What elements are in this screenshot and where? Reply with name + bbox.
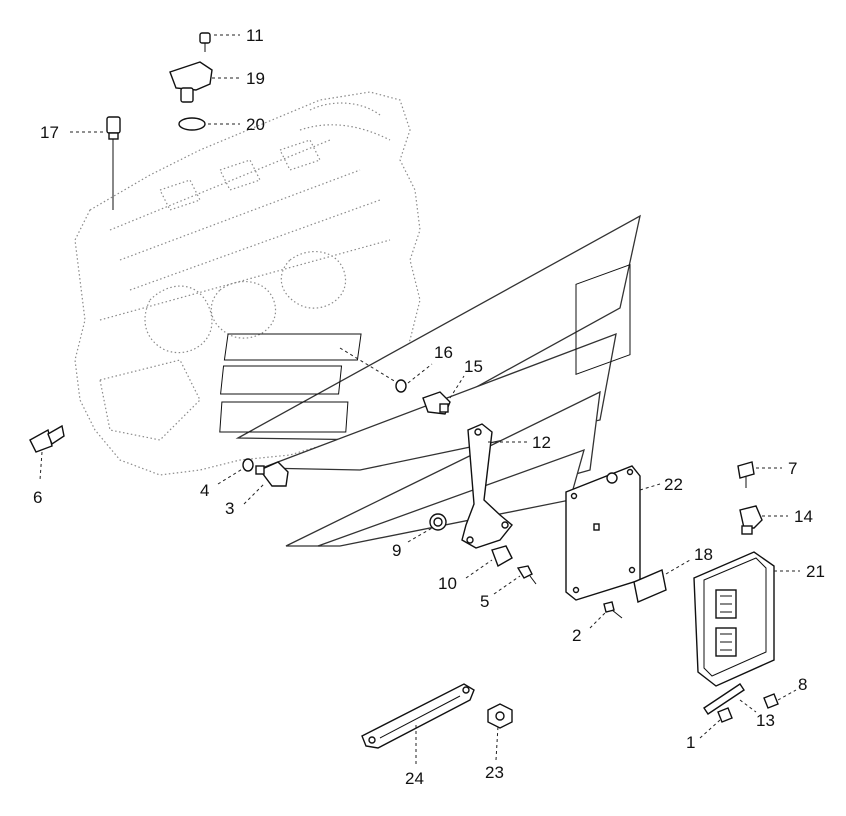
o-ring-20 <box>178 117 206 131</box>
callout-2: 2 <box>572 626 581 645</box>
callouts: 11 19 20 17 16 15 12 22 7 14 21 18 4 3 6… <box>33 26 825 788</box>
callout-22: 22 <box>664 475 683 494</box>
sensor-15 <box>422 391 451 415</box>
callout-9: 9 <box>392 541 401 560</box>
callout-19: 19 <box>246 69 265 88</box>
screw-1 <box>717 707 733 723</box>
plate-22 <box>565 264 641 601</box>
screw-8 <box>763 693 779 709</box>
nut-23 <box>487 703 513 729</box>
screw-2 <box>603 601 623 619</box>
callout-12: 12 <box>532 433 551 452</box>
callout-13: 13 <box>756 711 775 730</box>
direction-arrows <box>219 214 641 547</box>
callout-10: 10 <box>438 574 457 593</box>
bolt-6 <box>29 424 65 453</box>
callout-11: 11 <box>246 26 264 45</box>
callout-3: 3 <box>225 499 234 518</box>
ecu-21 <box>693 551 775 687</box>
spacer-10 <box>491 545 513 568</box>
callout-5: 5 <box>480 592 489 611</box>
callout-21: 21 <box>806 562 825 581</box>
callout-8: 8 <box>798 675 807 694</box>
label-18 <box>633 569 667 603</box>
callout-24: 24 <box>405 769 424 788</box>
strap-24 <box>361 683 475 749</box>
bracket-12 <box>461 423 513 549</box>
callout-6: 6 <box>33 488 42 507</box>
callout-1: 1 <box>686 733 695 752</box>
rod-13 <box>703 683 745 715</box>
sensor-3 <box>255 461 289 487</box>
o-ring-4 <box>242 458 254 472</box>
connector-14 <box>739 505 763 535</box>
grommet-9 <box>429 513 447 531</box>
engine-block <box>74 91 421 476</box>
callout-14: 14 <box>794 507 813 526</box>
callout-16: 16 <box>434 343 453 362</box>
callout-18: 18 <box>694 545 713 564</box>
screw-7 <box>737 461 755 488</box>
callout-7: 7 <box>788 459 797 478</box>
screw-11 <box>199 32 211 52</box>
screw-5 <box>516 565 537 585</box>
callout-17: 17 <box>40 123 59 142</box>
leader-lines <box>39 34 800 764</box>
sensor-17 <box>106 116 121 210</box>
callout-23: 23 <box>485 763 504 782</box>
callout-20: 20 <box>246 115 265 134</box>
o-ring-16 <box>395 379 407 393</box>
sensor-19 <box>169 61 213 103</box>
callout-4: 4 <box>200 481 209 500</box>
callout-15: 15 <box>464 357 483 376</box>
